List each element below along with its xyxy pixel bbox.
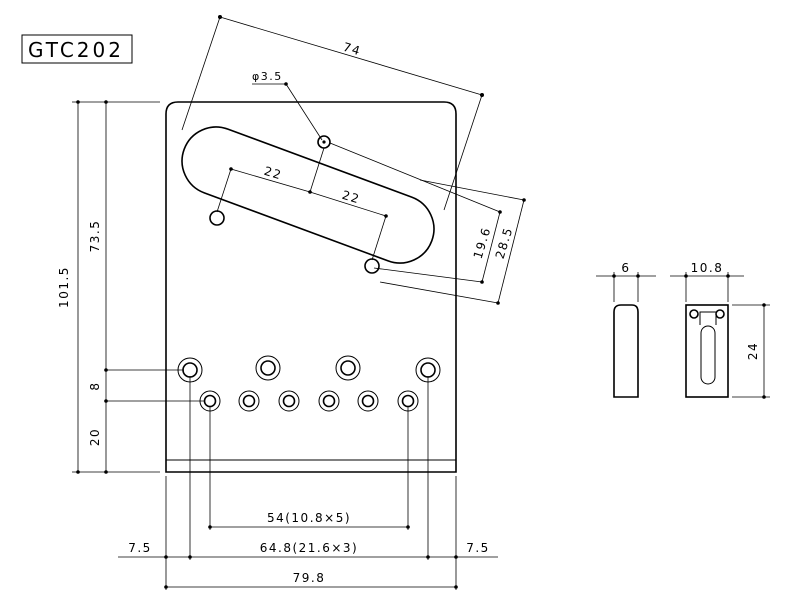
saddle-screw-left — [689, 309, 699, 319]
saddle-slot — [700, 325, 716, 385]
dim-19-6-label: 19.6 — [471, 225, 494, 260]
saddle-front-view: 10.8 24 — [670, 261, 770, 399]
model-title: GTC202 — [28, 38, 124, 62]
dim-hole-diameter: φ3.5 — [252, 70, 323, 141]
pickup-slot — [181, 126, 435, 264]
saddle-screw-right — [715, 309, 725, 319]
string-holes — [177, 355, 441, 383]
dim-8-label: 8 — [88, 381, 102, 390]
saddle-front-outline — [685, 304, 729, 398]
dim-74-label: 74 — [341, 40, 363, 59]
dim-28-5-label: 28.5 — [493, 225, 516, 260]
title-box — [21, 34, 133, 64]
dim-vertical-left: 101.5 73.5 8 20 — [57, 100, 204, 474]
dim-20-label: 20 — [88, 428, 102, 446]
dim-64-8-label: 64.8(21.6×3) — [260, 541, 359, 555]
plate-outline — [165, 101, 457, 473]
dim-7-5-right-label: 7.5 — [466, 541, 490, 555]
saddle-holes — [199, 390, 419, 412]
dim-horizontal-bottom: 54(10.8×5) 7.5 64.8(21.6×3) 7.5 79.8 — [118, 376, 498, 590]
dim-7-5-left-label: 7.5 — [128, 541, 152, 555]
dim-79-8-label: 79.8 — [293, 571, 326, 585]
bridge-plate — [165, 101, 457, 473]
saddle-side-outline — [613, 304, 639, 398]
pickup-slot-outline — [181, 126, 435, 264]
saddle-side-view: 6 — [596, 261, 656, 398]
dim-side-offsets: 19.6 28.5 — [329, 142, 526, 305]
dim-pickup-offsets: 22 22 — [216, 147, 388, 261]
dim-22-left-label: 22 — [262, 164, 284, 183]
pickup-hole-right — [364, 258, 380, 274]
dim-10-8-label: 10.8 — [691, 261, 724, 275]
dim-24-label: 24 — [746, 342, 760, 360]
dim-diagonal-74: 74 — [181, 15, 484, 211]
dim-73-5-label: 73.5 — [88, 220, 102, 253]
title-block: GTC202 — [21, 34, 133, 64]
pickup-hole-left — [209, 210, 225, 226]
dim-22-right-label: 22 — [340, 188, 362, 207]
dim-6-label: 6 — [621, 261, 630, 275]
dim-101-5-label: 101.5 — [57, 266, 71, 308]
hole-diameter-label: φ3.5 — [252, 70, 283, 83]
dim-54-label: 54(10.8×5) — [267, 511, 351, 525]
